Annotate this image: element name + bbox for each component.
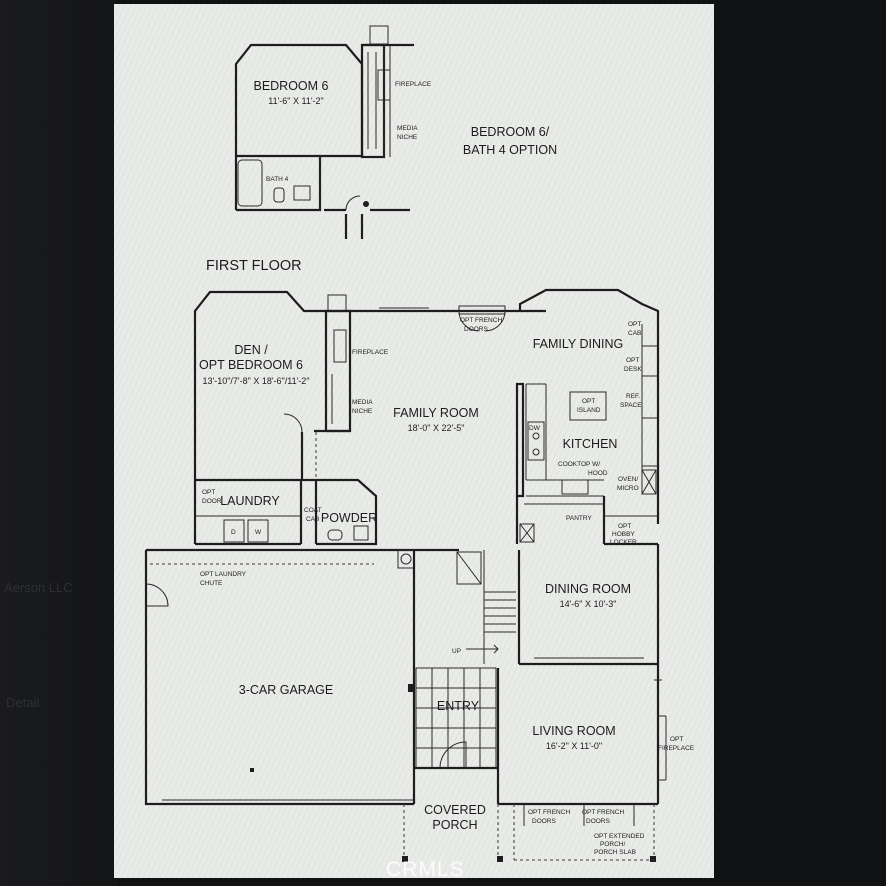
covered-porch-label: PORCH	[432, 818, 477, 832]
media-niche-label: MEDIA	[397, 125, 418, 132]
oven-micro-label: MICRO	[617, 485, 639, 492]
opt-desk-label: DESK	[624, 366, 642, 373]
powder-label: POWDER	[321, 511, 377, 525]
first-floor-title: FIRST FLOOR	[206, 258, 302, 274]
cooktop-label: COOKTOP W/	[558, 461, 600, 468]
entry-label: ENTRY	[437, 699, 480, 713]
opt-laundry-chute-label: OPT LAUNDRY	[200, 571, 247, 578]
pantry-label: PANTRY	[566, 515, 592, 522]
fireplace-label: FIREPLACE	[395, 81, 432, 88]
ref-space-label: SPACE	[620, 402, 642, 409]
background-text: Detail	[6, 695, 40, 710]
family-room-dimensions: 18'-0" X 22'-5"	[408, 423, 465, 433]
opt-island-label: OPT	[582, 398, 595, 405]
opt-fireplace-label: FIREPLACE	[658, 745, 695, 752]
floor-plan-sheet: BEDROOM 6 11'-6" X 11'-2" FIREPLACE MEDI…	[114, 4, 714, 878]
opt-french-doors-label: DOORS	[532, 818, 557, 825]
opt-fireplace-label: OPT	[670, 736, 683, 743]
media-niche-label: MEDIA	[352, 399, 373, 406]
living-room-dimensions: 16'-2" X 11'-0"	[546, 741, 602, 751]
family-room-label: FAMILY ROOM	[393, 406, 479, 420]
opt-hobby-locker-label: OPT	[618, 523, 631, 530]
opt-island-label: ISLAND	[577, 407, 601, 414]
dining-room-dimensions: 14'-6" X 10'-3"	[560, 599, 617, 609]
bedroom-6-label: BEDROOM 6	[253, 79, 328, 93]
covered-porch-label: COVERED	[424, 803, 486, 817]
den-label: OPT BEDROOM 6	[199, 358, 303, 372]
stair-treads	[484, 591, 516, 633]
opt-french-doors-label: OPT FRENCH	[528, 809, 570, 816]
watermark: CRMLS	[386, 858, 465, 878]
cooktop-label: HOOD	[588, 470, 608, 477]
media-niche-label: NICHE	[352, 408, 373, 415]
laundry-label: LAUNDRY	[220, 494, 280, 508]
den-dimensions: 13'-10"/7'-8" X 18'-6"/11'-2"	[202, 376, 309, 386]
washer-label: W	[255, 529, 262, 536]
opt-desk-label: OPT	[626, 357, 639, 364]
opt-hobby-locker-label: HOBBY	[612, 531, 635, 538]
opt-french-doors-label: OPT FRENCH	[582, 809, 624, 816]
bedroom-6-dimensions: 11'-6" X 11'-2"	[268, 96, 324, 106]
opt-french-doors-label: DOORS	[586, 818, 611, 825]
room-labels: DEN / OPT BEDROOM 6 13'-10"/7'-8" X 18'-…	[199, 317, 695, 856]
fireplace-label: FIREPLACE	[352, 349, 389, 356]
living-room-label: LIVING ROOM	[532, 724, 615, 738]
dishwasher-label: DW	[529, 425, 541, 432]
option-title: BEDROOM 6/	[471, 125, 550, 139]
oven-micro-label: OVEN/	[618, 476, 638, 483]
kitchen-label: KITCHEN	[563, 437, 618, 451]
opt-extended-porch-label: PORCH/	[600, 841, 625, 848]
opt-french-doors-label: DOORS	[464, 326, 489, 333]
first-floor-plan	[144, 288, 667, 862]
floor-plan-drawing: BEDROOM 6 11'-6" X 11'-2" FIREPLACE MEDI…	[144, 25, 695, 878]
media-niche-label: NICHE	[397, 134, 418, 141]
opt-cab-label: CAB	[628, 330, 641, 337]
stairs-up-label: UP	[452, 648, 461, 655]
option-title: BATH 4 OPTION	[463, 143, 557, 157]
dining-room-label: DINING ROOM	[545, 582, 631, 596]
garage-label: 3-CAR GARAGE	[239, 683, 333, 697]
background-text: Aerson LLC	[4, 580, 73, 595]
opt-laundry-chute-label: CHUTE	[200, 580, 223, 587]
opt-door-label: OPT	[202, 489, 215, 496]
opt-extended-porch-label: OPT EXTENDED	[594, 833, 645, 840]
coat-cab-label: CAB	[306, 516, 319, 523]
entry-tile-grid	[415, 667, 497, 769]
den-label: DEN /	[234, 343, 268, 357]
opt-french-doors-label: OPT FRENCH	[460, 317, 502, 324]
bath-4-label: BATH 4	[266, 176, 289, 183]
monitor-background: Aerson LLC Detail	[0, 0, 118, 886]
family-dining-label: FAMILY DINING	[533, 337, 624, 351]
ref-space-label: REF.	[626, 393, 640, 400]
opt-cab-label: OPT	[628, 321, 641, 328]
opt-extended-porch-label: PORCH SLAB	[594, 849, 636, 856]
dryer-label: D	[231, 529, 236, 536]
option-block: BEDROOM 6 11'-6" X 11'-2" FIREPLACE MEDI…	[234, 25, 557, 239]
opt-door-label: DOOR	[202, 498, 222, 505]
opt-hobby-locker-label: LOCKER	[610, 539, 637, 546]
coat-cab-label: COAT	[304, 507, 322, 514]
